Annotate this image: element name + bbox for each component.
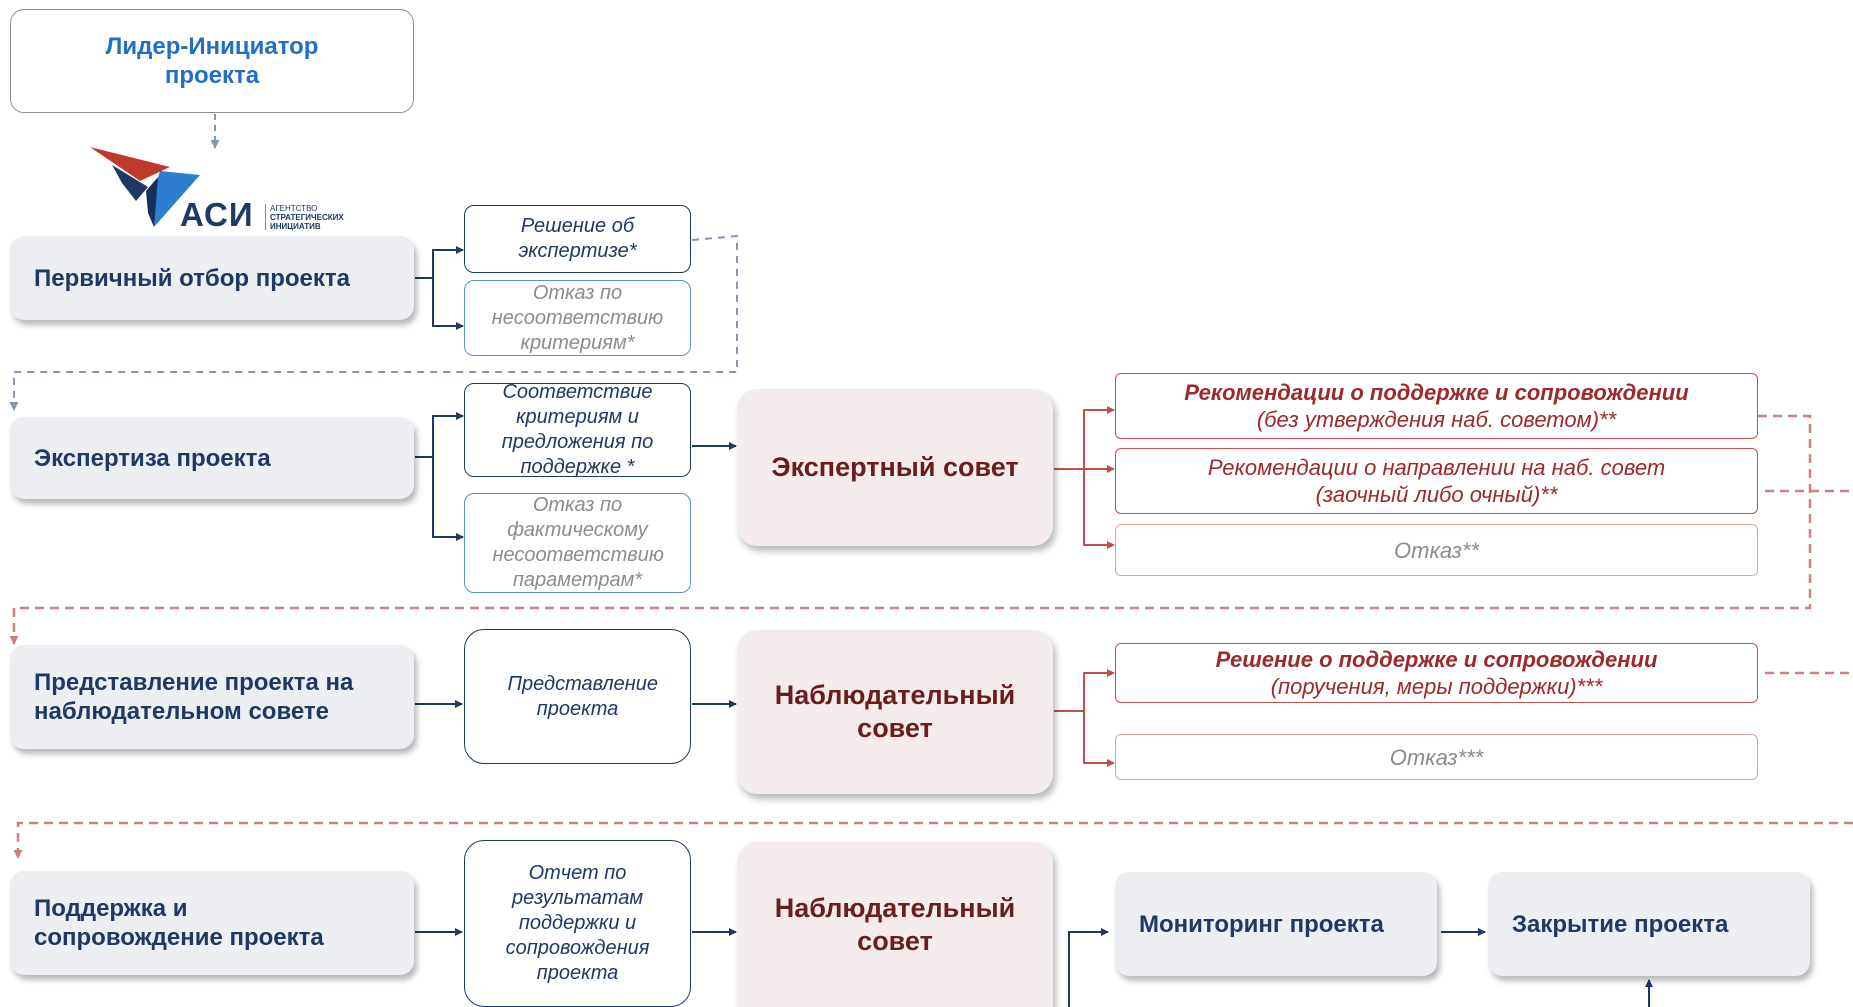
- asi-logo-abbr: АСИ: [180, 196, 254, 233]
- outcome-refuse-expert: Отказ**: [1115, 524, 1758, 576]
- note-presentation: Представление проекта: [464, 629, 691, 764]
- asi-logo-caption: АГЕНТСТВО СТРАТЕГИЧЕСКИХ ИНИЦИАТИВ: [270, 204, 344, 231]
- outcome-recommend-support-title: Рекомендации о поддержке и сопровождении: [1184, 380, 1689, 405]
- primary-branch: [415, 246, 464, 330]
- supervisory-council-label-1: Наблюдательный совет: [774, 680, 1016, 743]
- expert-council-label: Экспертный совет: [771, 452, 1019, 482]
- outcome-support-decision: Решение о поддержке и сопровождении (пор…: [1115, 643, 1758, 703]
- support-branch: [415, 928, 1653, 1007]
- supervisory-council-label-2: Наблюдательный совет: [774, 892, 1016, 956]
- stage-presentation-label: Представление проекта на наблюдательном …: [34, 669, 354, 725]
- note-reject-criteria-text: Отказ по несоответствию критериям*: [491, 281, 664, 354]
- stage-support-label: Поддержка и сопровождение проекта: [34, 895, 324, 951]
- dashed-to-presentation: [9, 414, 1812, 645]
- asi-logo-icon: [90, 147, 200, 227]
- outcome-direct-line-1: Рекомендации о направлении на наб. совет: [1207, 455, 1666, 480]
- outcome-refuse-supervisory-text: Отказ***: [1389, 744, 1484, 770]
- stage-support: Поддержка и сопровождение проекта: [10, 871, 414, 975]
- outcome-recommend-support-sub: (без утверждения наб. советом)**: [1256, 407, 1617, 432]
- stage-closing: Закрытие проекта: [1488, 872, 1810, 976]
- logo-line-3: ИНИЦИАТИВ: [270, 222, 321, 231]
- stage-expertise-label: Экспертиза проекта: [34, 444, 271, 472]
- outcome-refuse-supervisory: Отказ***: [1115, 734, 1758, 780]
- stage-monitoring: Мониторинг проекта: [1115, 872, 1437, 976]
- outcome-support-decision-sub: (поручения, меры поддержки)***: [1270, 674, 1603, 699]
- outcome-recommend-support: Рекомендации о поддержке и сопровождении…: [1115, 373, 1758, 439]
- note-compliance-proposals: Соответствие критериям и предложения по …: [464, 381, 691, 478]
- stage-closing-label: Закрытие проекта: [1512, 910, 1729, 938]
- leader-initiator-label: Лидер-Инициатор проекта: [105, 33, 319, 89]
- outcome-support-decision-title: Решение о поддержке и сопровождении: [1215, 647, 1658, 672]
- note-compliance-proposals-text: Соответствие критериям и предложения по …: [501, 381, 654, 478]
- dashed-to-support: [13, 821, 1853, 859]
- expert-council-box: Экспертный совет: [737, 389, 1053, 546]
- stage-expertise: Экспертиза проекта: [10, 417, 414, 499]
- expert-outcomes-branch: [1054, 406, 1115, 549]
- supervisory-outcomes-branch: [1054, 669, 1115, 767]
- note-reject-parameters-text: Отказ по фактическому несоответствию пар…: [492, 494, 664, 591]
- supervisory-council-box-2: Наблюдательный совет: [737, 842, 1053, 1007]
- note-reject-criteria: Отказ по несоответствию критериям*: [464, 280, 691, 356]
- expertise-branch: [415, 412, 737, 541]
- supervisory-council-box-1: Наблюдательный совет: [737, 630, 1053, 794]
- dashed-to-expertise: [9, 234, 738, 411]
- stage-monitoring-label: Мониторинг проекта: [1139, 910, 1384, 938]
- outcome-direct-to-council: Рекомендации о направлении на наб. совет…: [1115, 448, 1758, 514]
- note-presentation-text: Представление проекта: [507, 672, 659, 720]
- logo-line-2: СТРАТЕГИЧЕСКИХ: [270, 213, 344, 222]
- stage-primary-selection: Первичный отбор проекта: [10, 236, 414, 320]
- note-expertise-decision: Решение об экспертизе*: [464, 205, 691, 273]
- outcome-direct-line-2: (заочный либо очный)**: [1315, 482, 1558, 507]
- note-report-text: Отчет по результатам поддержки и сопрово…: [505, 862, 650, 984]
- note-expertise-decision-text: Решение об экспертизе*: [518, 215, 637, 262]
- note-reject-parameters: Отказ по фактическому несоответствию пар…: [464, 493, 691, 593]
- stage-primary-selection-label: Первичный отбор проекта: [34, 264, 351, 292]
- outcome-refuse-expert-text: Отказ**: [1394, 537, 1479, 563]
- logo-divider: [265, 204, 266, 230]
- note-report: Отчет по результатам поддержки и сопрово…: [464, 840, 691, 1007]
- logo-line-1: АГЕНТСТВО: [270, 204, 318, 213]
- stage-presentation: Представление проекта на наблюдательном …: [10, 645, 414, 749]
- leader-initiator-box: Лидер-Инициатор проекта: [10, 9, 414, 113]
